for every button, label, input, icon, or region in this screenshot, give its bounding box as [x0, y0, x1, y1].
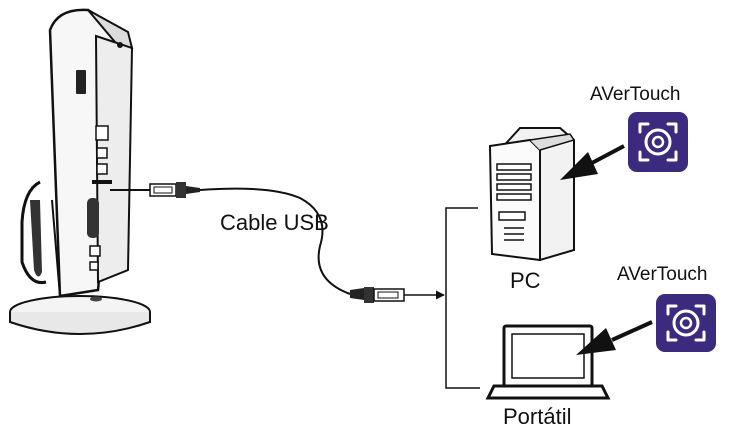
- usb-plug-icon: [149, 182, 200, 198]
- document-camera-icon: [9, 8, 151, 335]
- cable-label: Cable USB: [220, 210, 329, 235]
- usb-plug-icon: [350, 287, 405, 303]
- branch-bracket: [445, 207, 480, 389]
- arrow-to-pc: [560, 144, 625, 180]
- pc-tower-icon: [488, 127, 576, 262]
- laptop-icon: [485, 324, 611, 400]
- pc-label: PC: [510, 268, 541, 293]
- app-label-bottom: AVerTouch: [617, 264, 707, 285]
- arrow-to-laptop: [576, 320, 653, 355]
- avertouch-app-icon: [628, 112, 688, 172]
- avertouch-app-icon: [656, 294, 716, 352]
- app-label-top: AVerTouch: [590, 84, 680, 105]
- laptop-label: Portátil: [503, 404, 571, 428]
- usb-cable: [110, 182, 445, 303]
